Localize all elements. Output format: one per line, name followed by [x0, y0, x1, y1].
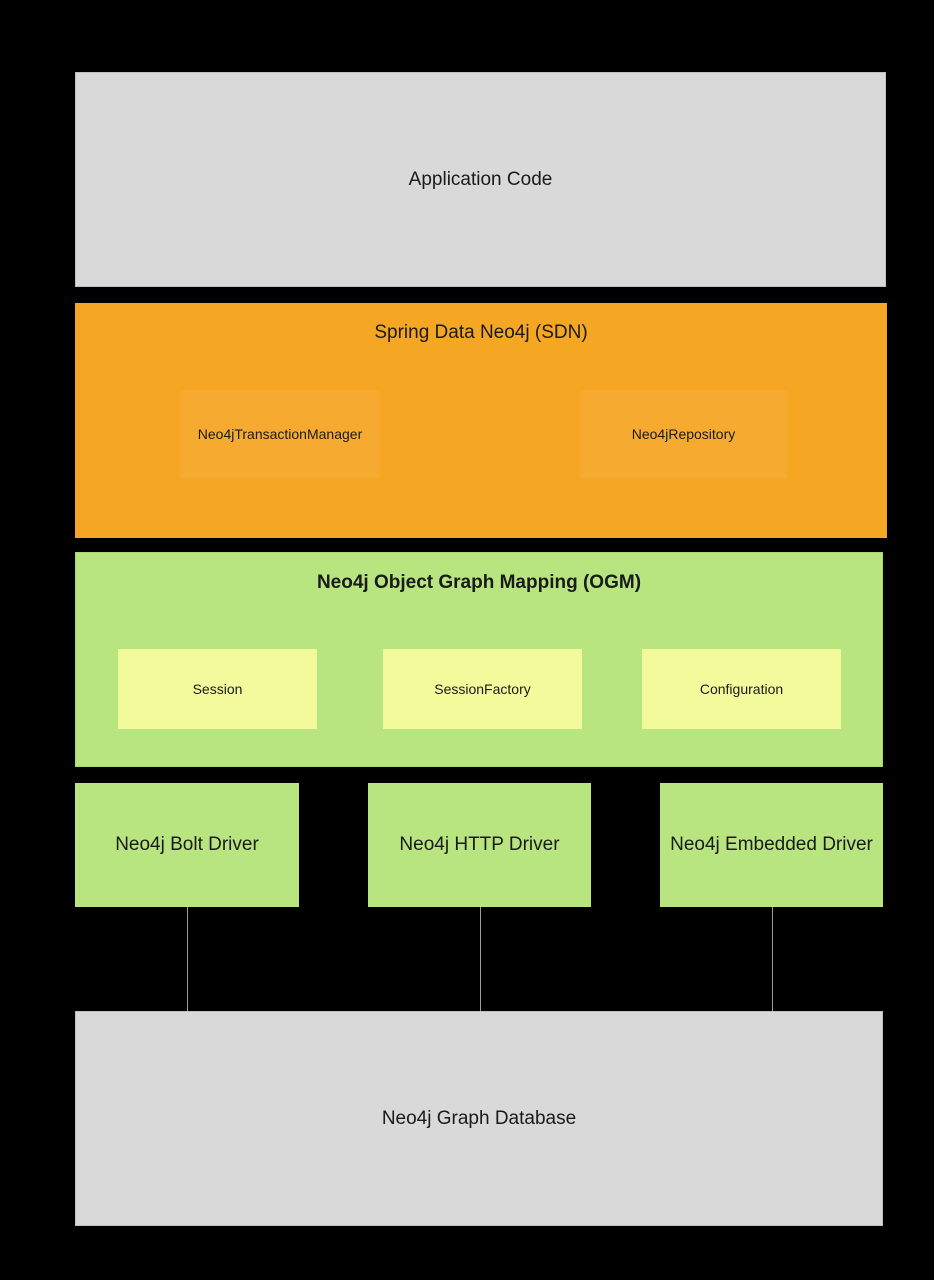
layer-spring-data-neo4j: Spring Data Neo4j (SDN) Neo4jTransaction…: [75, 303, 887, 538]
component-label: SessionFactory: [434, 681, 531, 697]
connector-http-to-database: [480, 907, 481, 1012]
layer-neo4j-graph-database: Neo4j Graph Database: [75, 1011, 883, 1226]
connector-bolt-to-database: [187, 907, 188, 1012]
component-label: Neo4jTransactionManager: [197, 426, 363, 442]
application-code-label: Application Code: [408, 168, 553, 190]
component-label: Session: [192, 681, 243, 697]
component-label: Neo4jRepository: [631, 426, 736, 442]
component-session-factory: SessionFactory: [383, 649, 582, 729]
sdn-layer-title: Spring Data Neo4j (SDN): [374, 322, 588, 343]
graph-database-label: Neo4j Graph Database: [381, 1107, 577, 1129]
driver-label: Neo4j Embedded Driver: [670, 834, 873, 855]
component-session: Session: [118, 649, 317, 729]
component-label: Configuration: [699, 681, 784, 697]
layer-neo4j-ogm: Neo4j Object Graph Mapping (OGM) Session…: [75, 552, 883, 767]
component-configuration: Configuration: [642, 649, 841, 729]
driver-neo4j-http: Neo4j HTTP Driver: [368, 783, 591, 907]
layer-application-code: Application Code: [75, 72, 886, 287]
driver-neo4j-bolt: Neo4j Bolt Driver: [75, 783, 299, 907]
ogm-layer-title: Neo4j Object Graph Mapping (OGM): [316, 572, 642, 593]
driver-neo4j-embedded: Neo4j Embedded Driver: [660, 783, 883, 907]
driver-label: Neo4j Bolt Driver: [115, 834, 259, 855]
component-neo4j-repository: Neo4jRepository: [580, 390, 787, 478]
driver-label: Neo4j HTTP Driver: [399, 834, 560, 855]
component-neo4j-transaction-manager: Neo4jTransactionManager: [180, 390, 380, 478]
connector-embedded-to-database: [772, 907, 773, 1012]
